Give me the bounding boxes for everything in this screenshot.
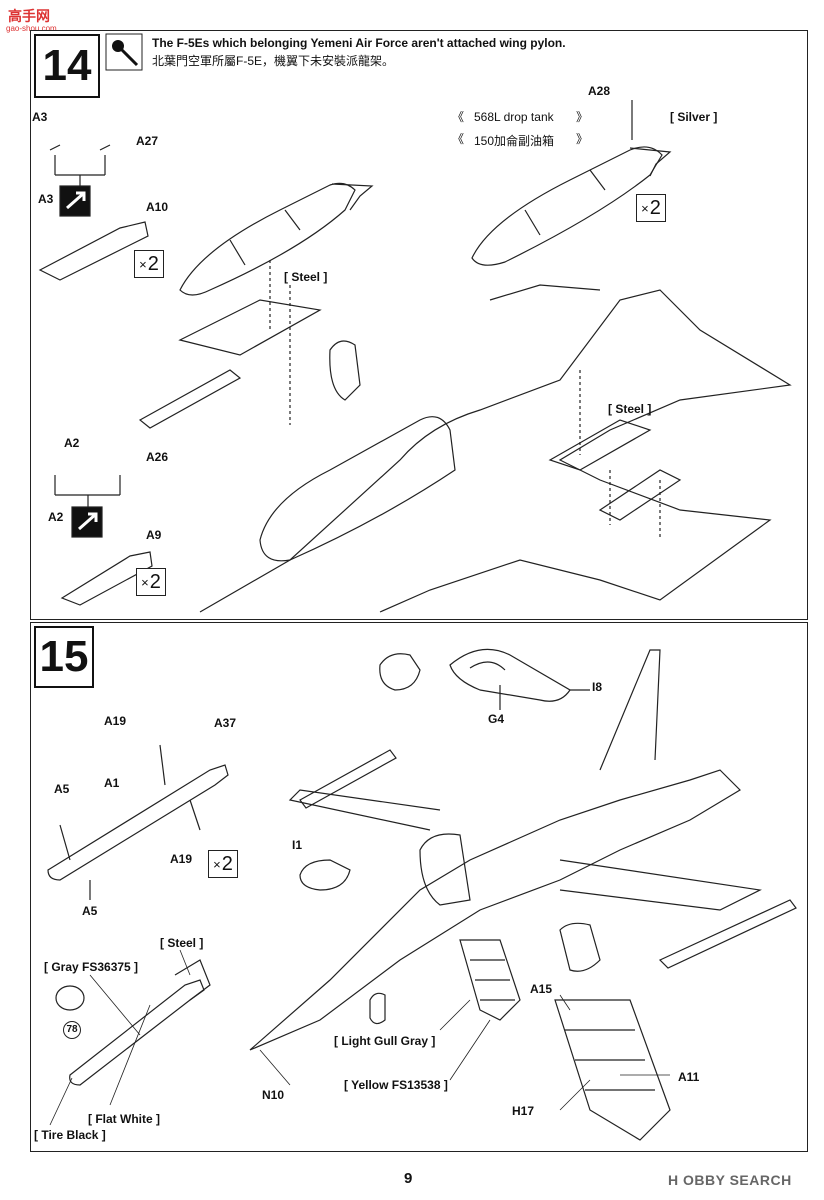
drop-tank-right: [471, 100, 672, 266]
label-i1: I1: [292, 838, 303, 852]
step-15-frame: [30, 622, 808, 1152]
label-a26: A26: [146, 450, 169, 464]
color-silver: [ Silver ]: [670, 110, 718, 124]
color-yellow: [ Yellow FS13538 ]: [344, 1078, 448, 1092]
missile-painted: [55, 959, 211, 1086]
canopy: [379, 648, 590, 710]
missile-a1: [47, 744, 229, 900]
label-a2-mid: A2: [48, 510, 64, 524]
tank-bracket-r2: 》: [576, 132, 589, 146]
watermark-url: gao-shou.com: [6, 24, 57, 33]
label-h17: H17: [512, 1104, 535, 1118]
step-14-note-en: The F-5Es which belonging Yemeni Air For…: [152, 36, 566, 50]
step-14-number: 14: [34, 34, 100, 98]
multiplier-c: ×2: [136, 568, 166, 596]
watermark-logo: 高手网: [8, 8, 50, 24]
tank-bracket-r1: 》: [576, 110, 589, 124]
label-a5-bot: A5: [82, 904, 98, 918]
step-14-frame: [30, 30, 808, 620]
label-a19-top: A19: [104, 714, 127, 728]
label-a28: A28: [588, 84, 611, 98]
hobbysearch-watermark: H OBBY SEARCH: [668, 1172, 792, 1188]
label-a3-mid: A3: [38, 192, 54, 206]
step-14-note-zh: 北葉門空軍所屬F-5E，機翼下未安裝派龍架。: [152, 54, 395, 68]
label-a19-bot: A19: [170, 852, 193, 866]
ladder: [459, 939, 671, 1141]
tank-bracket-l1: 《: [452, 110, 465, 124]
label-a15: A15: [530, 982, 553, 996]
label-a3-top: A3: [32, 110, 48, 124]
color-tire-black: [ Tire Black ]: [34, 1128, 106, 1142]
multiplier-15: ×2: [208, 850, 238, 878]
pylon-a9: [54, 475, 153, 606]
color-flat-white: [ Flat White ]: [88, 1112, 160, 1126]
label-a37: A37: [214, 716, 237, 730]
pylon-a10: [38, 144, 149, 281]
label-a10: A10: [146, 200, 169, 214]
aircraft-wing-step14: [138, 260, 792, 613]
label-a11: A11: [678, 1070, 700, 1084]
attention-icon: [105, 33, 143, 71]
multiplier-b: ×2: [636, 194, 666, 222]
tank-bracket-l2: 《: [452, 132, 465, 146]
tank-label-zh: 150加侖副油箱: [474, 134, 555, 148]
label-a9: A9: [146, 528, 162, 542]
aircraft-step15: [249, 649, 797, 1051]
label-a1: A1: [104, 776, 120, 790]
label-a2-top: A2: [64, 436, 80, 450]
label-a27: A27: [136, 134, 159, 148]
label-i8: I8: [592, 680, 603, 694]
color-steel-15: [ Steel ]: [160, 936, 204, 950]
part-78: 78: [63, 1021, 81, 1039]
page-number: 9: [404, 1170, 413, 1187]
color-steel-1: [ Steel ]: [284, 270, 328, 284]
label-n10: N10: [262, 1088, 285, 1102]
label-g4: G4: [488, 712, 505, 726]
tank-label-en: 568L drop tank: [474, 110, 554, 124]
label-a5-top: A5: [54, 782, 70, 796]
multiplier-a: ×2: [134, 250, 164, 278]
color-steel-2: [ Steel ]: [608, 402, 652, 416]
step-15-number: 15: [34, 626, 94, 688]
color-light-gull: [ Light Gull Gray ]: [334, 1034, 436, 1048]
drop-tank-left: [179, 182, 374, 296]
color-gray: [ Gray FS36375 ]: [44, 960, 139, 974]
